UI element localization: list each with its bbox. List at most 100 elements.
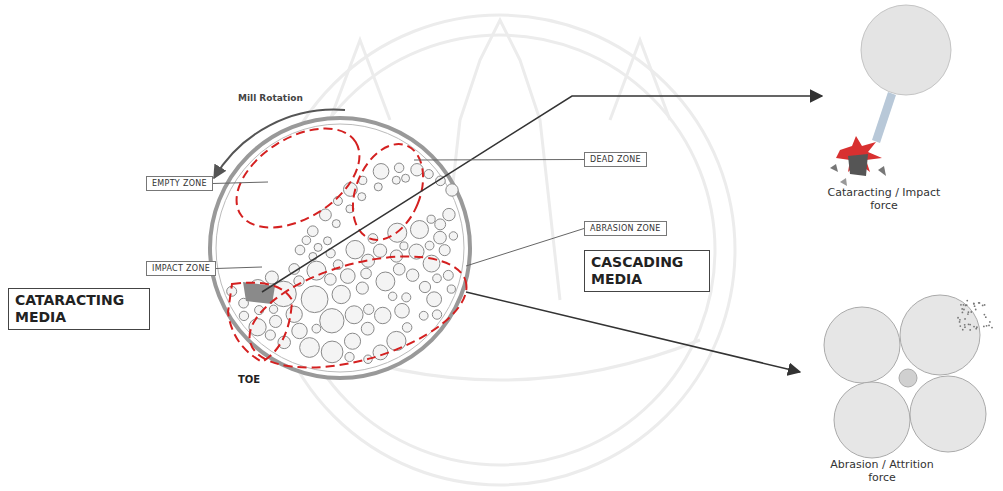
dust-particle (957, 317, 959, 319)
grinding-ball (373, 244, 386, 257)
grinding-ball (295, 245, 305, 255)
grinding-ball (292, 323, 307, 338)
dust-particle (965, 304, 967, 306)
zone-label: CASCADING MEDIA (591, 254, 703, 288)
leader-line (216, 267, 262, 269)
grinding-ball (424, 170, 433, 179)
dust-particle (985, 316, 987, 318)
zone-label-box: EMPTY ZONE (146, 176, 213, 191)
grinding-ball (286, 306, 302, 322)
dust-particle (983, 314, 985, 316)
grinding-ball (270, 315, 282, 327)
grinding-ball (402, 174, 410, 182)
grinding-ball (410, 221, 428, 239)
dust-particle (964, 324, 966, 326)
dust-particle (961, 308, 963, 310)
dust-particle (967, 313, 969, 315)
grinding-ball (239, 311, 248, 320)
media-label-box: CATARACTING MEDIA (8, 288, 150, 330)
grinding-ball (364, 304, 374, 314)
grinding-ball (340, 269, 355, 284)
grinding-ball (332, 220, 340, 228)
zone-label-box: ABRASION ZONE (584, 221, 667, 236)
grinding-ball (443, 270, 453, 280)
dust-particle (959, 319, 961, 321)
grinding-ball (358, 193, 366, 201)
grinding-ball (434, 231, 447, 244)
dust-particle (968, 323, 970, 325)
dust-particle (974, 305, 976, 307)
abrasion-dust (957, 300, 993, 331)
toe-label: TOE (236, 374, 262, 385)
grinding-ball (419, 281, 430, 292)
dust-particle (978, 302, 980, 304)
grinding-ball (346, 240, 364, 258)
grinding-ball (332, 285, 350, 303)
grinding-ball (312, 324, 321, 333)
dust-particle (988, 325, 990, 327)
zone-label-box: DEAD ZONE (584, 152, 647, 167)
grinding-ball (319, 209, 331, 221)
leader-lines (213, 160, 584, 269)
grinding-ball (356, 282, 368, 294)
grinding-ball (374, 183, 382, 191)
grinding-ball (435, 219, 446, 230)
grinding-ball (269, 305, 277, 313)
impact-detail (830, 5, 951, 186)
dust-particle (962, 329, 964, 331)
force-label: Abrasion / Attrition force (820, 458, 944, 484)
grinding-ball (392, 176, 400, 184)
dust-particle (959, 321, 961, 323)
dust-particle (982, 305, 984, 307)
leader-line (466, 229, 584, 267)
zone-label: ABRASION ZONE (590, 224, 661, 233)
grinding-ball (425, 241, 434, 250)
grinding-ball (344, 333, 360, 349)
dust-particle (976, 326, 978, 328)
force-label: Cataracting / Impact force (826, 186, 942, 212)
zone-label: IMPACT ZONE (152, 264, 210, 273)
grinding-ball (376, 272, 395, 291)
grinding-ball (395, 303, 410, 318)
grinding-ball (446, 184, 458, 196)
grinding-ball (394, 163, 403, 172)
grinding-ball (320, 309, 344, 333)
zone-label-box: IMPACT ZONE (146, 261, 216, 276)
grinding-ball (265, 330, 275, 340)
detail-arrow (262, 96, 822, 292)
grinding-ball (314, 243, 322, 251)
leader-line (414, 159, 584, 161)
grinding-ball (361, 322, 374, 335)
detail-arrow (466, 292, 800, 372)
dust-particle (966, 300, 968, 302)
leader-line (213, 182, 268, 184)
dust-particle (991, 327, 993, 329)
dust-particle (963, 304, 965, 306)
grinding-ball (400, 242, 408, 250)
grinding-ball (443, 208, 455, 220)
zone-label: EMPTY ZONE (152, 179, 207, 188)
grinding-ball (432, 310, 441, 319)
grinding-ball (375, 307, 391, 323)
dust-particle (973, 302, 975, 304)
grinding-ball (373, 164, 389, 180)
dust-particle (962, 311, 964, 313)
mill-shell (210, 118, 470, 378)
dust-particle (975, 309, 977, 311)
grinding-ball (361, 268, 372, 279)
grinding-ball (402, 293, 411, 302)
rotation-arrow (214, 110, 345, 178)
grinding-ball (325, 274, 337, 286)
grinding-ball (300, 338, 320, 358)
grinding-ball (447, 285, 455, 293)
grinding-ball (427, 215, 435, 223)
grinding-ball (249, 319, 266, 336)
grinding-ball (302, 236, 311, 245)
grinding-ball (411, 164, 423, 176)
dust-particle (968, 311, 970, 313)
dust-particle (969, 324, 971, 326)
grinding-ball (321, 341, 343, 363)
grinding-ball (388, 292, 396, 300)
grinding-ball (387, 331, 406, 350)
